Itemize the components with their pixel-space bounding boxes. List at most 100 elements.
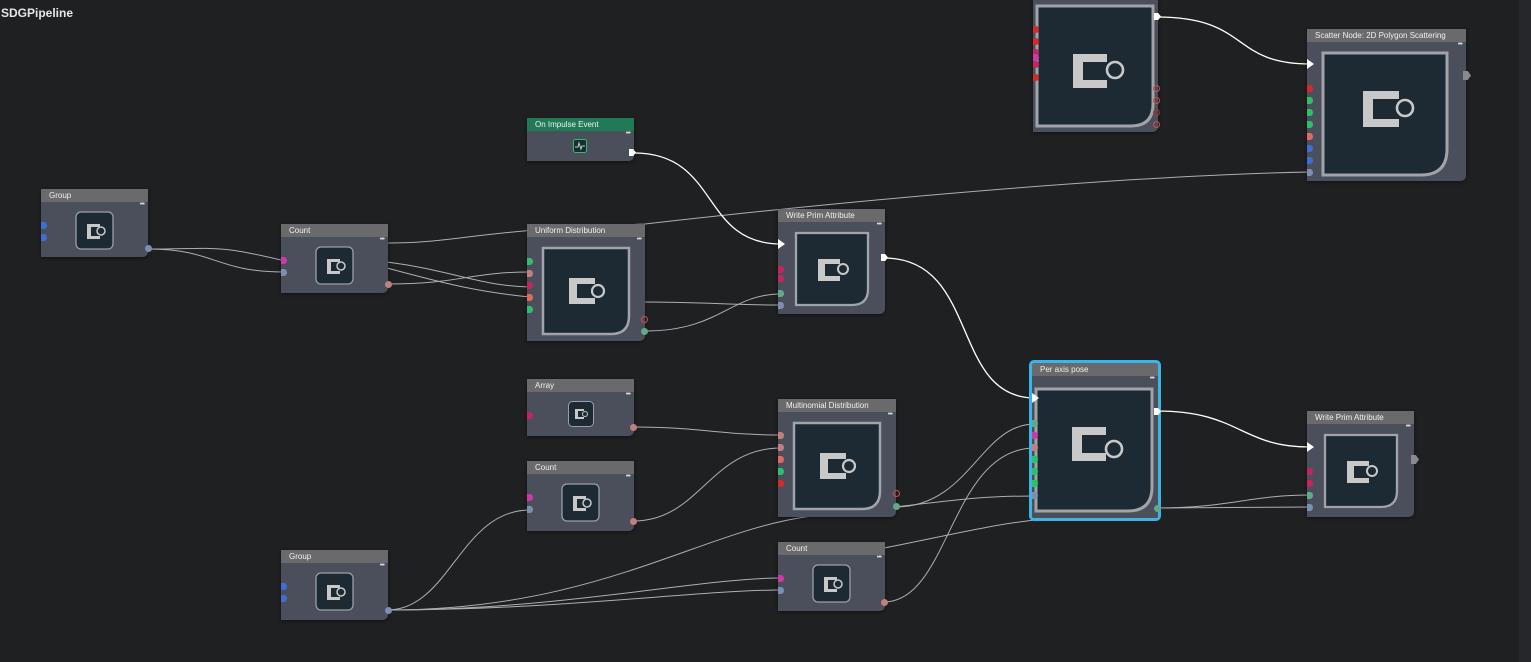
node-menu-icon[interactable]: •••: [1405, 423, 1411, 430]
input-port[interactable]: [1032, 468, 1038, 475]
node-menu-icon[interactable]: •••: [379, 562, 385, 569]
exec-output-port[interactable]: [881, 254, 888, 261]
node-menu-icon[interactable]: •••: [636, 236, 642, 243]
input-port[interactable]: [1033, 61, 1039, 68]
output-port[interactable]: [630, 518, 637, 525]
input-port[interactable]: [1307, 97, 1313, 104]
node-array[interactable]: Array •••: [527, 379, 637, 436]
exec-input-port[interactable]: [1032, 393, 1039, 403]
input-port[interactable]: [778, 575, 784, 582]
node-group-2[interactable]: Group •••: [281, 550, 392, 620]
exec-input-port[interactable]: [778, 239, 785, 249]
input-port[interactable]: [1032, 492, 1038, 499]
input-port[interactable]: [778, 302, 784, 309]
output-port[interactable]: [385, 607, 392, 614]
node-menu-icon[interactable]: •••: [887, 411, 893, 418]
exec-output-port[interactable]: [1154, 408, 1161, 415]
node-scatter-2d-polygon[interactable]: Scatter Node: 2D Polygon Scattering •••: [1307, 29, 1471, 181]
node-write-prim-attribute-1[interactable]: Write Prim Attribute •••: [778, 209, 888, 314]
exec-input-port[interactable]: [1307, 59, 1314, 69]
node-menu-icon[interactable]: •••: [139, 201, 145, 208]
input-port[interactable]: [41, 222, 47, 229]
input-port[interactable]: [1307, 133, 1313, 140]
input-port[interactable]: [1033, 54, 1039, 61]
input-port[interactable]: [778, 432, 784, 439]
input-port[interactable]: [281, 595, 287, 602]
output-port[interactable]: [893, 490, 900, 497]
output-port[interactable]: [893, 503, 900, 510]
node-write-prim-attribute-2[interactable]: Write Prim Attribute •••: [1307, 411, 1419, 517]
node-menu-icon[interactable]: •••: [1457, 41, 1463, 48]
node-uniform-distribution[interactable]: Uniform Distribution •••: [527, 224, 648, 341]
node-multinomial-distribution[interactable]: Multinomial Distribution •••: [778, 399, 900, 517]
node-group-1[interactable]: Group •••: [41, 189, 152, 257]
input-port[interactable]: [1033, 74, 1039, 81]
input-port[interactable]: [1033, 26, 1039, 33]
node-menu-icon[interactable]: •••: [379, 236, 385, 243]
input-port[interactable]: [527, 294, 533, 301]
input-port[interactable]: [1307, 85, 1313, 92]
node-count-1[interactable]: Count •••: [281, 224, 392, 293]
node-menu-icon[interactable]: •••: [876, 221, 882, 228]
node-count-3[interactable]: Count •••: [778, 542, 888, 611]
input-port[interactable]: [527, 506, 533, 513]
input-port[interactable]: [1033, 49, 1039, 56]
node-menu-icon[interactable]: •••: [625, 391, 631, 398]
input-port[interactable]: [778, 290, 784, 297]
input-port[interactable]: [281, 257, 287, 264]
output-port[interactable]: [630, 424, 637, 431]
node-count-2[interactable]: Count •••: [527, 461, 637, 531]
output-port[interactable]: [881, 599, 888, 606]
node-per-axis-pose[interactable]: Per axis pose •••: [1029, 360, 1161, 521]
input-port[interactable]: [41, 234, 47, 241]
output-port[interactable]: [385, 281, 392, 288]
node-on-impulse-event[interactable]: On Impulse Event •••: [527, 118, 636, 161]
input-port[interactable]: [281, 269, 287, 276]
node-menu-icon[interactable]: •••: [625, 473, 631, 480]
input-port[interactable]: [778, 266, 784, 273]
input-port[interactable]: [527, 494, 533, 501]
input-port[interactable]: [778, 587, 784, 594]
output-port[interactable]: [1154, 505, 1161, 512]
exec-output-port[interactable]: [629, 149, 636, 156]
input-port[interactable]: [1307, 492, 1313, 499]
input-port[interactable]: [1032, 480, 1038, 487]
node-menu-icon[interactable]: •••: [1149, 375, 1155, 382]
input-port[interactable]: [1033, 38, 1039, 45]
input-port[interactable]: [527, 258, 533, 265]
input-port[interactable]: [1307, 157, 1313, 164]
output-port[interactable]: [1153, 109, 1160, 116]
exec-output-port[interactable]: [1463, 71, 1471, 80]
exec-output-port[interactable]: [1154, 13, 1161, 20]
output-port[interactable]: [1153, 97, 1160, 104]
output-port[interactable]: [641, 328, 648, 335]
output-port[interactable]: [641, 316, 648, 323]
input-port[interactable]: [1307, 504, 1313, 511]
input-port[interactable]: [1032, 444, 1038, 451]
input-port[interactable]: [1307, 109, 1313, 116]
node-menu-icon[interactable]: •••: [876, 554, 882, 561]
input-port[interactable]: [1307, 468, 1313, 475]
output-port[interactable]: [1153, 121, 1160, 128]
input-port[interactable]: [527, 282, 533, 289]
input-port[interactable]: [1307, 480, 1313, 487]
input-port[interactable]: [778, 275, 784, 282]
input-port[interactable]: [1032, 432, 1038, 439]
input-port[interactable]: [1307, 169, 1313, 176]
input-port[interactable]: [527, 270, 533, 277]
node-menu-icon[interactable]: •••: [625, 130, 631, 137]
exec-output-port[interactable]: [1411, 455, 1419, 464]
input-port[interactable]: [527, 412, 533, 419]
input-port[interactable]: [1307, 121, 1313, 128]
input-port[interactable]: [778, 444, 784, 451]
input-port[interactable]: [281, 583, 287, 590]
input-port[interactable]: [1307, 145, 1313, 152]
vertical-scrollbar[interactable]: [1519, 0, 1531, 662]
input-port[interactable]: [1032, 456, 1038, 463]
output-port[interactable]: [1153, 85, 1160, 92]
input-port[interactable]: [778, 468, 784, 475]
output-port[interactable]: [145, 245, 152, 252]
input-port[interactable]: [778, 456, 784, 463]
exec-input-port[interactable]: [1307, 442, 1314, 452]
input-port[interactable]: [778, 480, 784, 487]
